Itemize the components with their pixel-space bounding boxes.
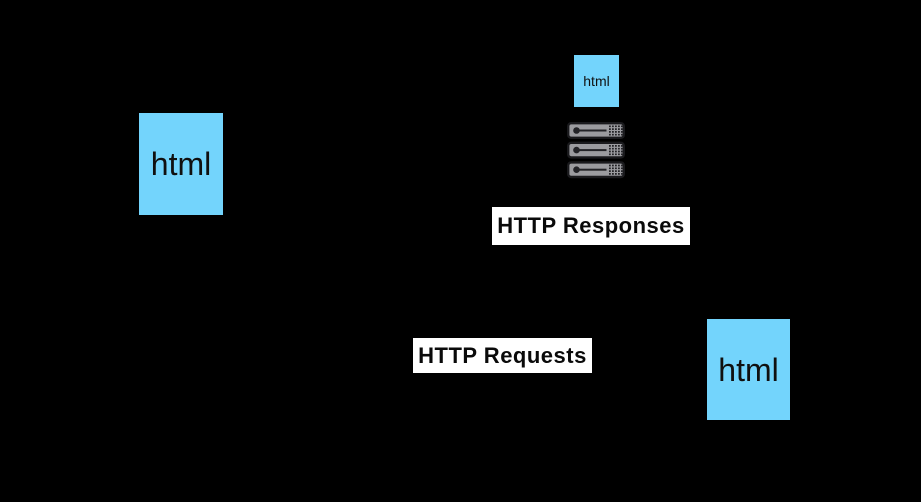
html-document-on-server: html xyxy=(574,55,619,107)
http-responses-label: HTTP Responses xyxy=(492,207,690,245)
html-document-left-label: html xyxy=(150,146,212,182)
html-document-right-label: html xyxy=(718,351,779,388)
html-document-right: html xyxy=(707,319,790,420)
html-document-left: html xyxy=(139,113,223,215)
html-document-on-server-label: html xyxy=(583,73,610,89)
server-stack-icon xyxy=(567,122,625,181)
http-requests-label: HTTP Requests xyxy=(413,338,592,373)
